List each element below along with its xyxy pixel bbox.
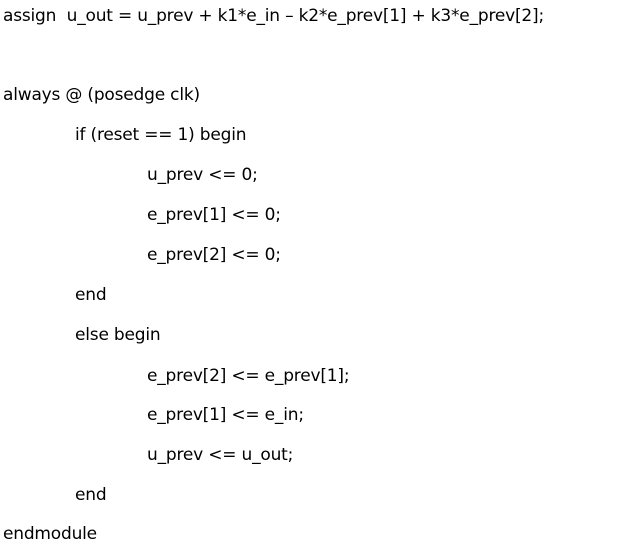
- code-line-if-reset: if (reset == 1) begin: [75, 125, 247, 145]
- code-line-assign: assign u_out = u_prev + k1*e_in – k2*e_p…: [3, 6, 545, 26]
- code-line-end-else: end: [75, 485, 107, 505]
- code-line-reset-u-prev: u_prev <= 0;: [147, 165, 258, 185]
- code-line-end-if: end: [75, 285, 107, 305]
- code-line-endmodule: endmodule: [3, 524, 97, 544]
- code-line-update-u-prev: u_prev <= u_out;: [147, 445, 294, 465]
- code-line-shift-e-prev-2: e_prev[2] <= e_prev[1];: [147, 366, 350, 386]
- code-line-always: always @ (posedge clk): [3, 85, 200, 105]
- code-line-reset-e-prev-1: e_prev[1] <= 0;: [147, 205, 281, 225]
- code-line-else-begin: else begin: [75, 325, 161, 345]
- code-line-reset-e-prev-2: e_prev[2] <= 0;: [147, 245, 281, 265]
- code-line-shift-e-prev-1: e_prev[1] <= e_in;: [147, 405, 304, 425]
